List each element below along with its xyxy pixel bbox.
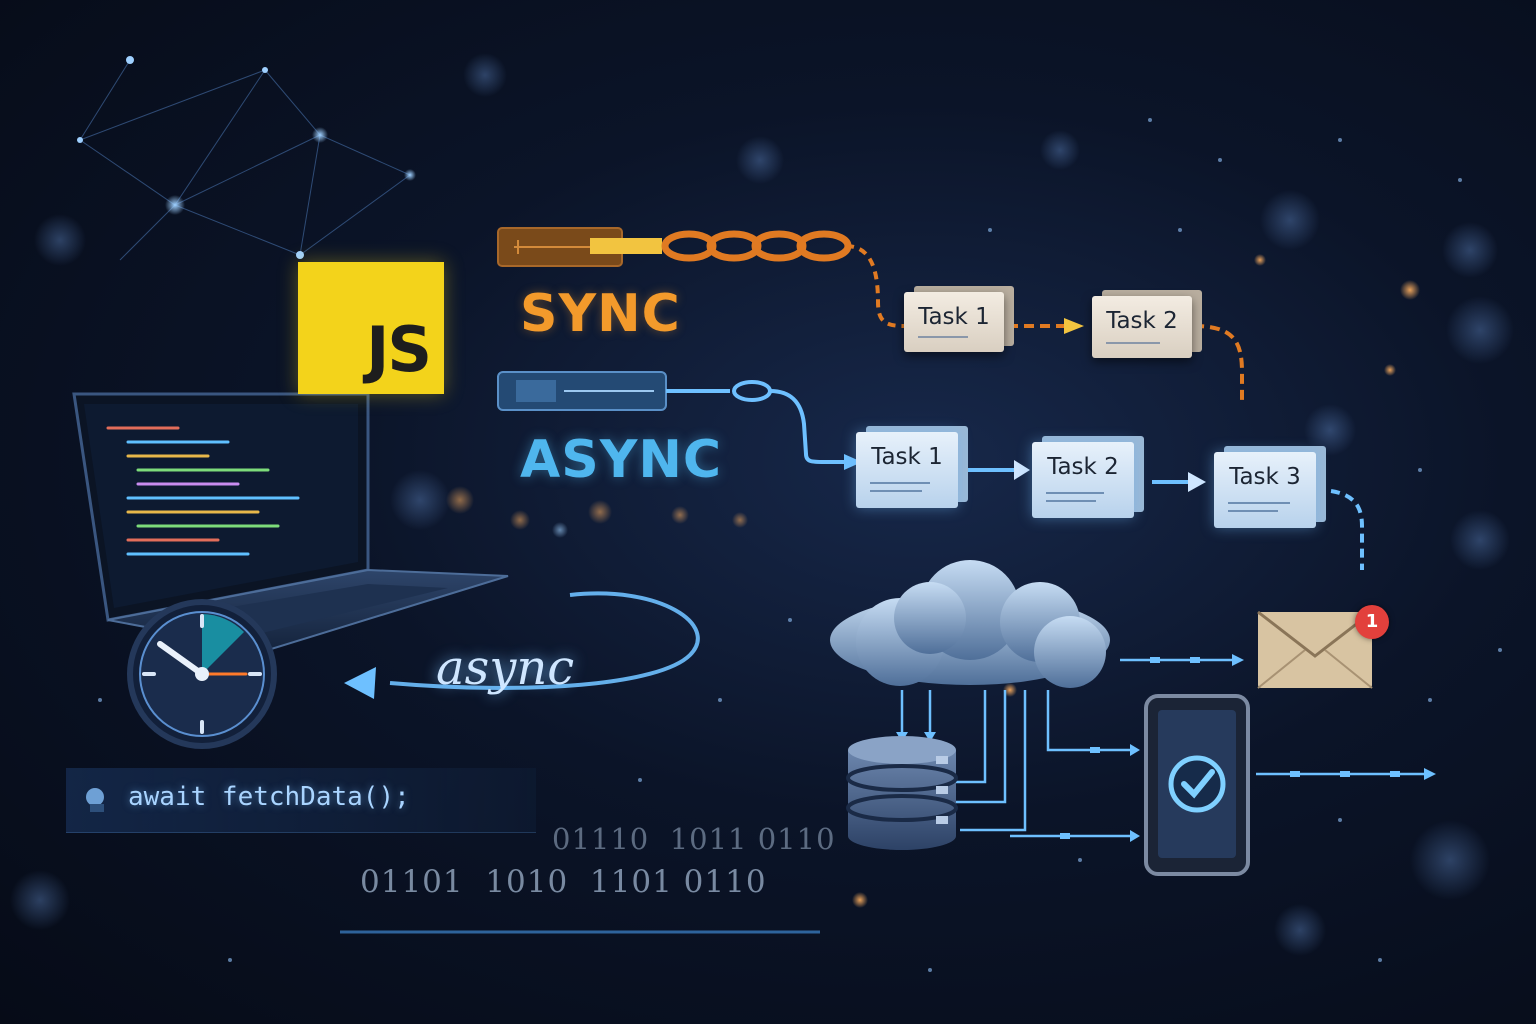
sync-task-1-label: Task 1	[918, 304, 990, 330]
code-text: await fetchData();	[128, 782, 410, 812]
sync-task-1: Task 1	[904, 286, 1014, 352]
binary-text-2: 01101 1010 1101 0110	[360, 864, 767, 900]
search-icon	[86, 788, 104, 812]
check-icon	[1168, 755, 1226, 813]
cloud-icon	[830, 560, 1110, 688]
cloud-network-diagram	[830, 560, 1436, 876]
async-label: ASYNC	[520, 430, 723, 490]
sync-task-2-label: Task 2	[1106, 308, 1178, 334]
sync-task-2: Task 2	[1092, 290, 1202, 358]
async-task-3-label: Task 3	[1229, 464, 1301, 490]
sync-chain-connector	[497, 227, 1244, 402]
async-script-text: async	[436, 640, 575, 696]
async-task-2: Task 2	[1032, 436, 1144, 518]
async-loop-arrow-icon	[344, 591, 700, 699]
async-task-1: Task 1	[856, 426, 968, 508]
async-task-3: Task 3	[1214, 446, 1326, 528]
js-logo-text: JS	[366, 313, 432, 386]
phone-icon	[1144, 694, 1250, 876]
async-task-1-label: Task 1	[871, 444, 943, 470]
binary-text-1: 01110 1011 0110	[552, 822, 836, 856]
mail-icon	[1257, 610, 1373, 689]
js-logo: JS	[298, 262, 444, 394]
async-flow-connector	[497, 371, 1364, 570]
chain-icon	[661, 230, 852, 262]
clock-icon	[127, 599, 277, 749]
code-snippet-bar: await fetchData();	[66, 768, 536, 833]
sync-label: SYNC	[520, 284, 681, 344]
notification-badge: 1	[1355, 605, 1389, 639]
database-icon	[846, 736, 958, 850]
async-task-2-label: Task 2	[1047, 454, 1119, 480]
